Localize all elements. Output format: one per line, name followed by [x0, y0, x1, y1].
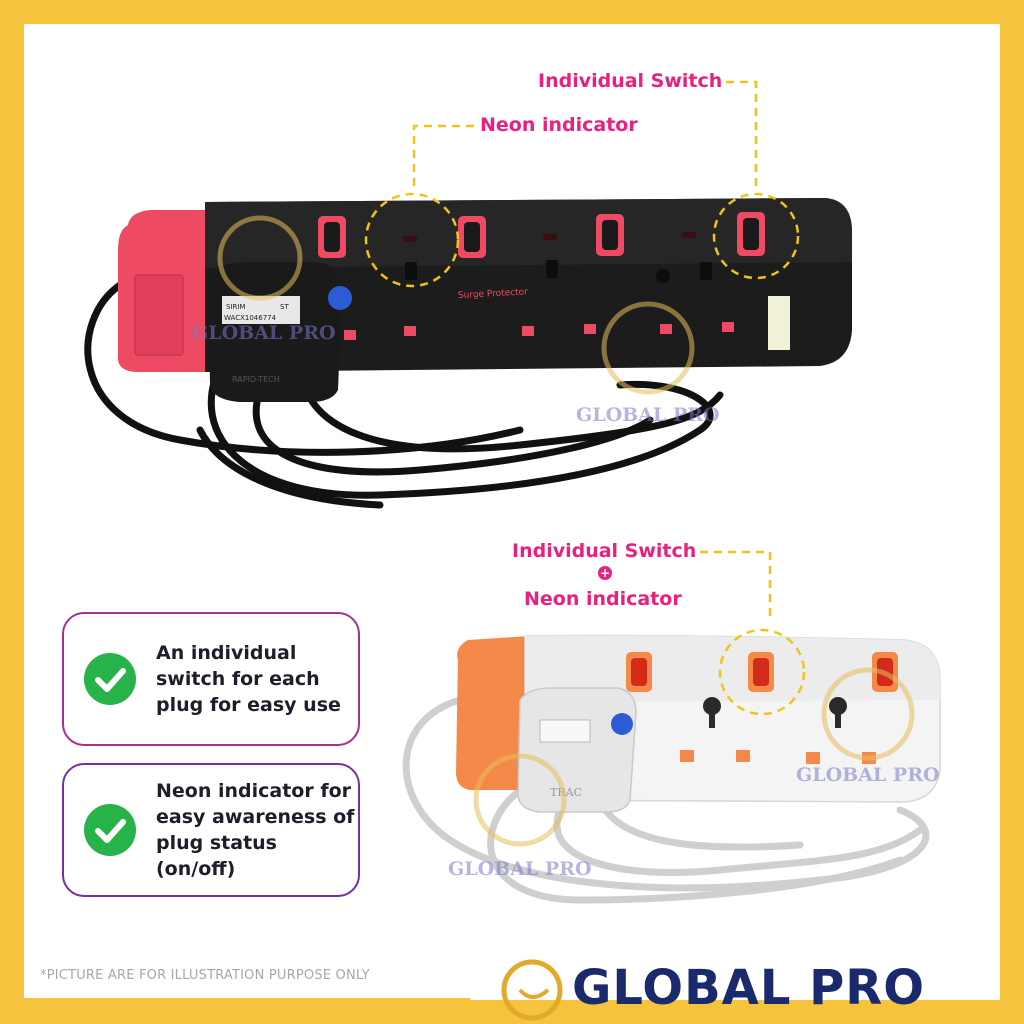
- white-plug-brand-text: TRAC: [550, 786, 582, 799]
- feature-text: An individual switch for each plug for e…: [156, 642, 341, 716]
- callout-individual-switch-bottom: Individual Switch: [512, 540, 697, 562]
- white-plug: [517, 687, 637, 813]
- watermark-text: GLOBAL PRO: [576, 404, 720, 426]
- plug-sirim-text: SIRIM: [226, 303, 245, 311]
- watermark-text: GLOBAL PRO: [192, 322, 336, 344]
- black-cable: [84, 281, 724, 509]
- brand-logo-icon: [501, 959, 563, 1021]
- plug-brand-text: RAPID-TECH: [232, 375, 280, 384]
- callout-neon-indicator-top: Neon indicator: [480, 114, 638, 136]
- feature-card-switch: An individual switch for each plug for e…: [62, 612, 360, 746]
- black-strip-neons: [403, 232, 696, 242]
- disclaimer-text: *PICTURE ARE FOR ILLUSTRATION PURPOSE ON…: [40, 968, 370, 983]
- feature-text: Neon indicator for easy awareness of plu…: [156, 780, 355, 880]
- brand-name: GLOBAL PRO: [572, 960, 926, 1016]
- plug-st-text: ST: [280, 303, 289, 311]
- callout-neon-indicator-bottom: Neon indicator: [524, 588, 682, 610]
- watermark-text: GLOBAL PRO: [796, 764, 940, 786]
- plus-badge: +: [598, 566, 612, 580]
- watermark-text: GLOBAL PRO: [448, 858, 592, 880]
- white-strip-sockets: [703, 697, 847, 728]
- black-strip-sockets: [344, 322, 734, 340]
- black-strip-switches: [318, 212, 765, 258]
- white-cable: [402, 696, 930, 904]
- orange-end-cap: [456, 636, 530, 790]
- feature-card-neon: Neon indicator for easy awareness of plu…: [62, 763, 360, 897]
- check-circle-icon: [84, 653, 136, 705]
- surge-protector-label: Surge Protector: [458, 287, 529, 301]
- plug-code-text: WACX1046774: [224, 314, 277, 322]
- g-logo-watermarks: [217, 215, 915, 847]
- footer-bar: [0, 998, 470, 1024]
- check-circle-icon: [84, 804, 136, 856]
- callout-lines: [364, 80, 806, 716]
- callout-individual-switch-top: Individual Switch: [538, 70, 723, 92]
